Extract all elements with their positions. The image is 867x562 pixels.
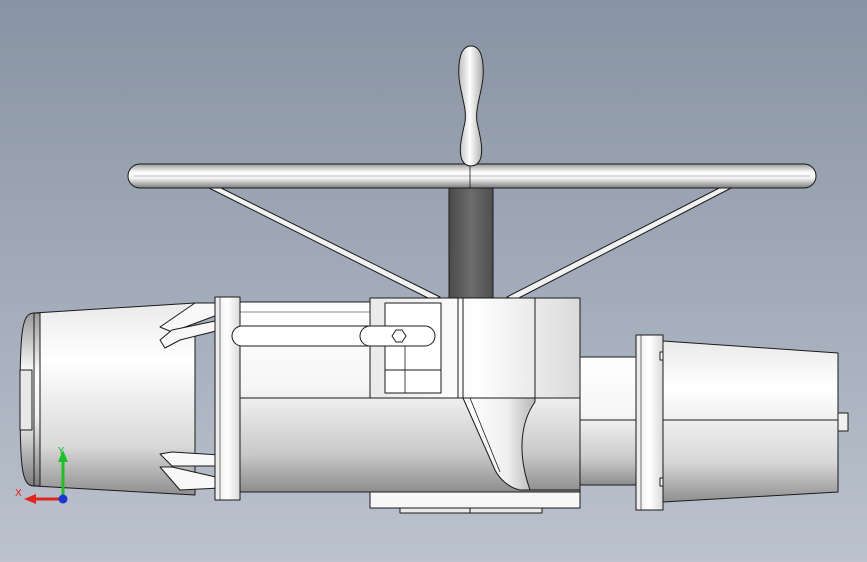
indicator-window <box>384 302 442 394</box>
z-axis-dot <box>58 494 68 504</box>
handwheel-handle <box>458 45 484 167</box>
x-axis-head <box>24 494 36 504</box>
right-cone <box>662 340 839 503</box>
handwheel-shaft <box>448 185 494 299</box>
y-axis-label: Y <box>57 446 65 457</box>
coordinate-triad: Y X <box>15 446 68 504</box>
x-axis-label: X <box>15 488 22 499</box>
right-shaft-tip <box>837 412 849 432</box>
output-shaft <box>579 356 641 486</box>
y-axis-head <box>58 450 68 462</box>
base-plate <box>369 491 581 509</box>
right-flange <box>635 334 664 511</box>
